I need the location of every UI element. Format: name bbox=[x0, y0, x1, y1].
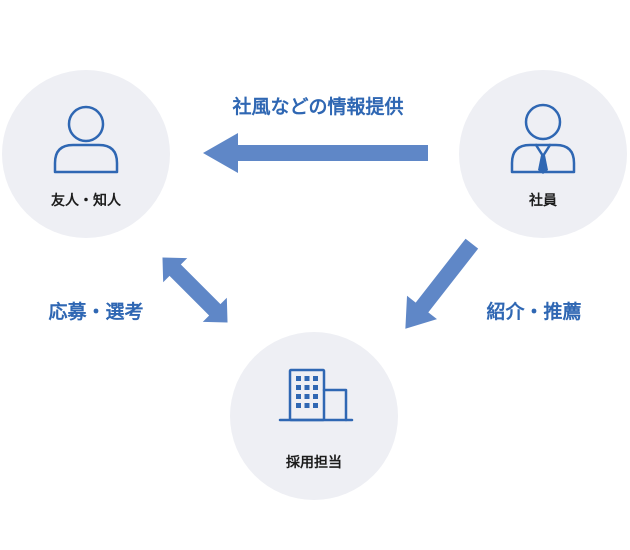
node-friend-circle bbox=[2, 70, 170, 238]
office-building-icon bbox=[278, 368, 354, 422]
node-friend-label: 友人・知人 bbox=[51, 192, 122, 209]
node-recruiter-label: 採用担当 bbox=[286, 454, 342, 471]
edge-referral-label: 紹介・推薦 bbox=[486, 300, 581, 323]
businessperson-icon bbox=[510, 103, 576, 174]
edge-info-label: 社風などの情報提供 bbox=[231, 95, 403, 118]
arrow-referral bbox=[405, 238, 479, 329]
node-friend: 友人・知人 bbox=[2, 70, 170, 238]
arrow-info bbox=[203, 133, 428, 173]
node-recruiter: 採用担当 bbox=[230, 332, 398, 500]
arrow-apply bbox=[162, 257, 228, 323]
node-employee: 社員 bbox=[459, 70, 627, 238]
person-icon bbox=[53, 105, 119, 174]
node-employee-label: 社員 bbox=[528, 192, 557, 209]
edge-apply-label: 応募・選考 bbox=[48, 300, 143, 323]
node-recruiter-circle bbox=[230, 332, 398, 500]
